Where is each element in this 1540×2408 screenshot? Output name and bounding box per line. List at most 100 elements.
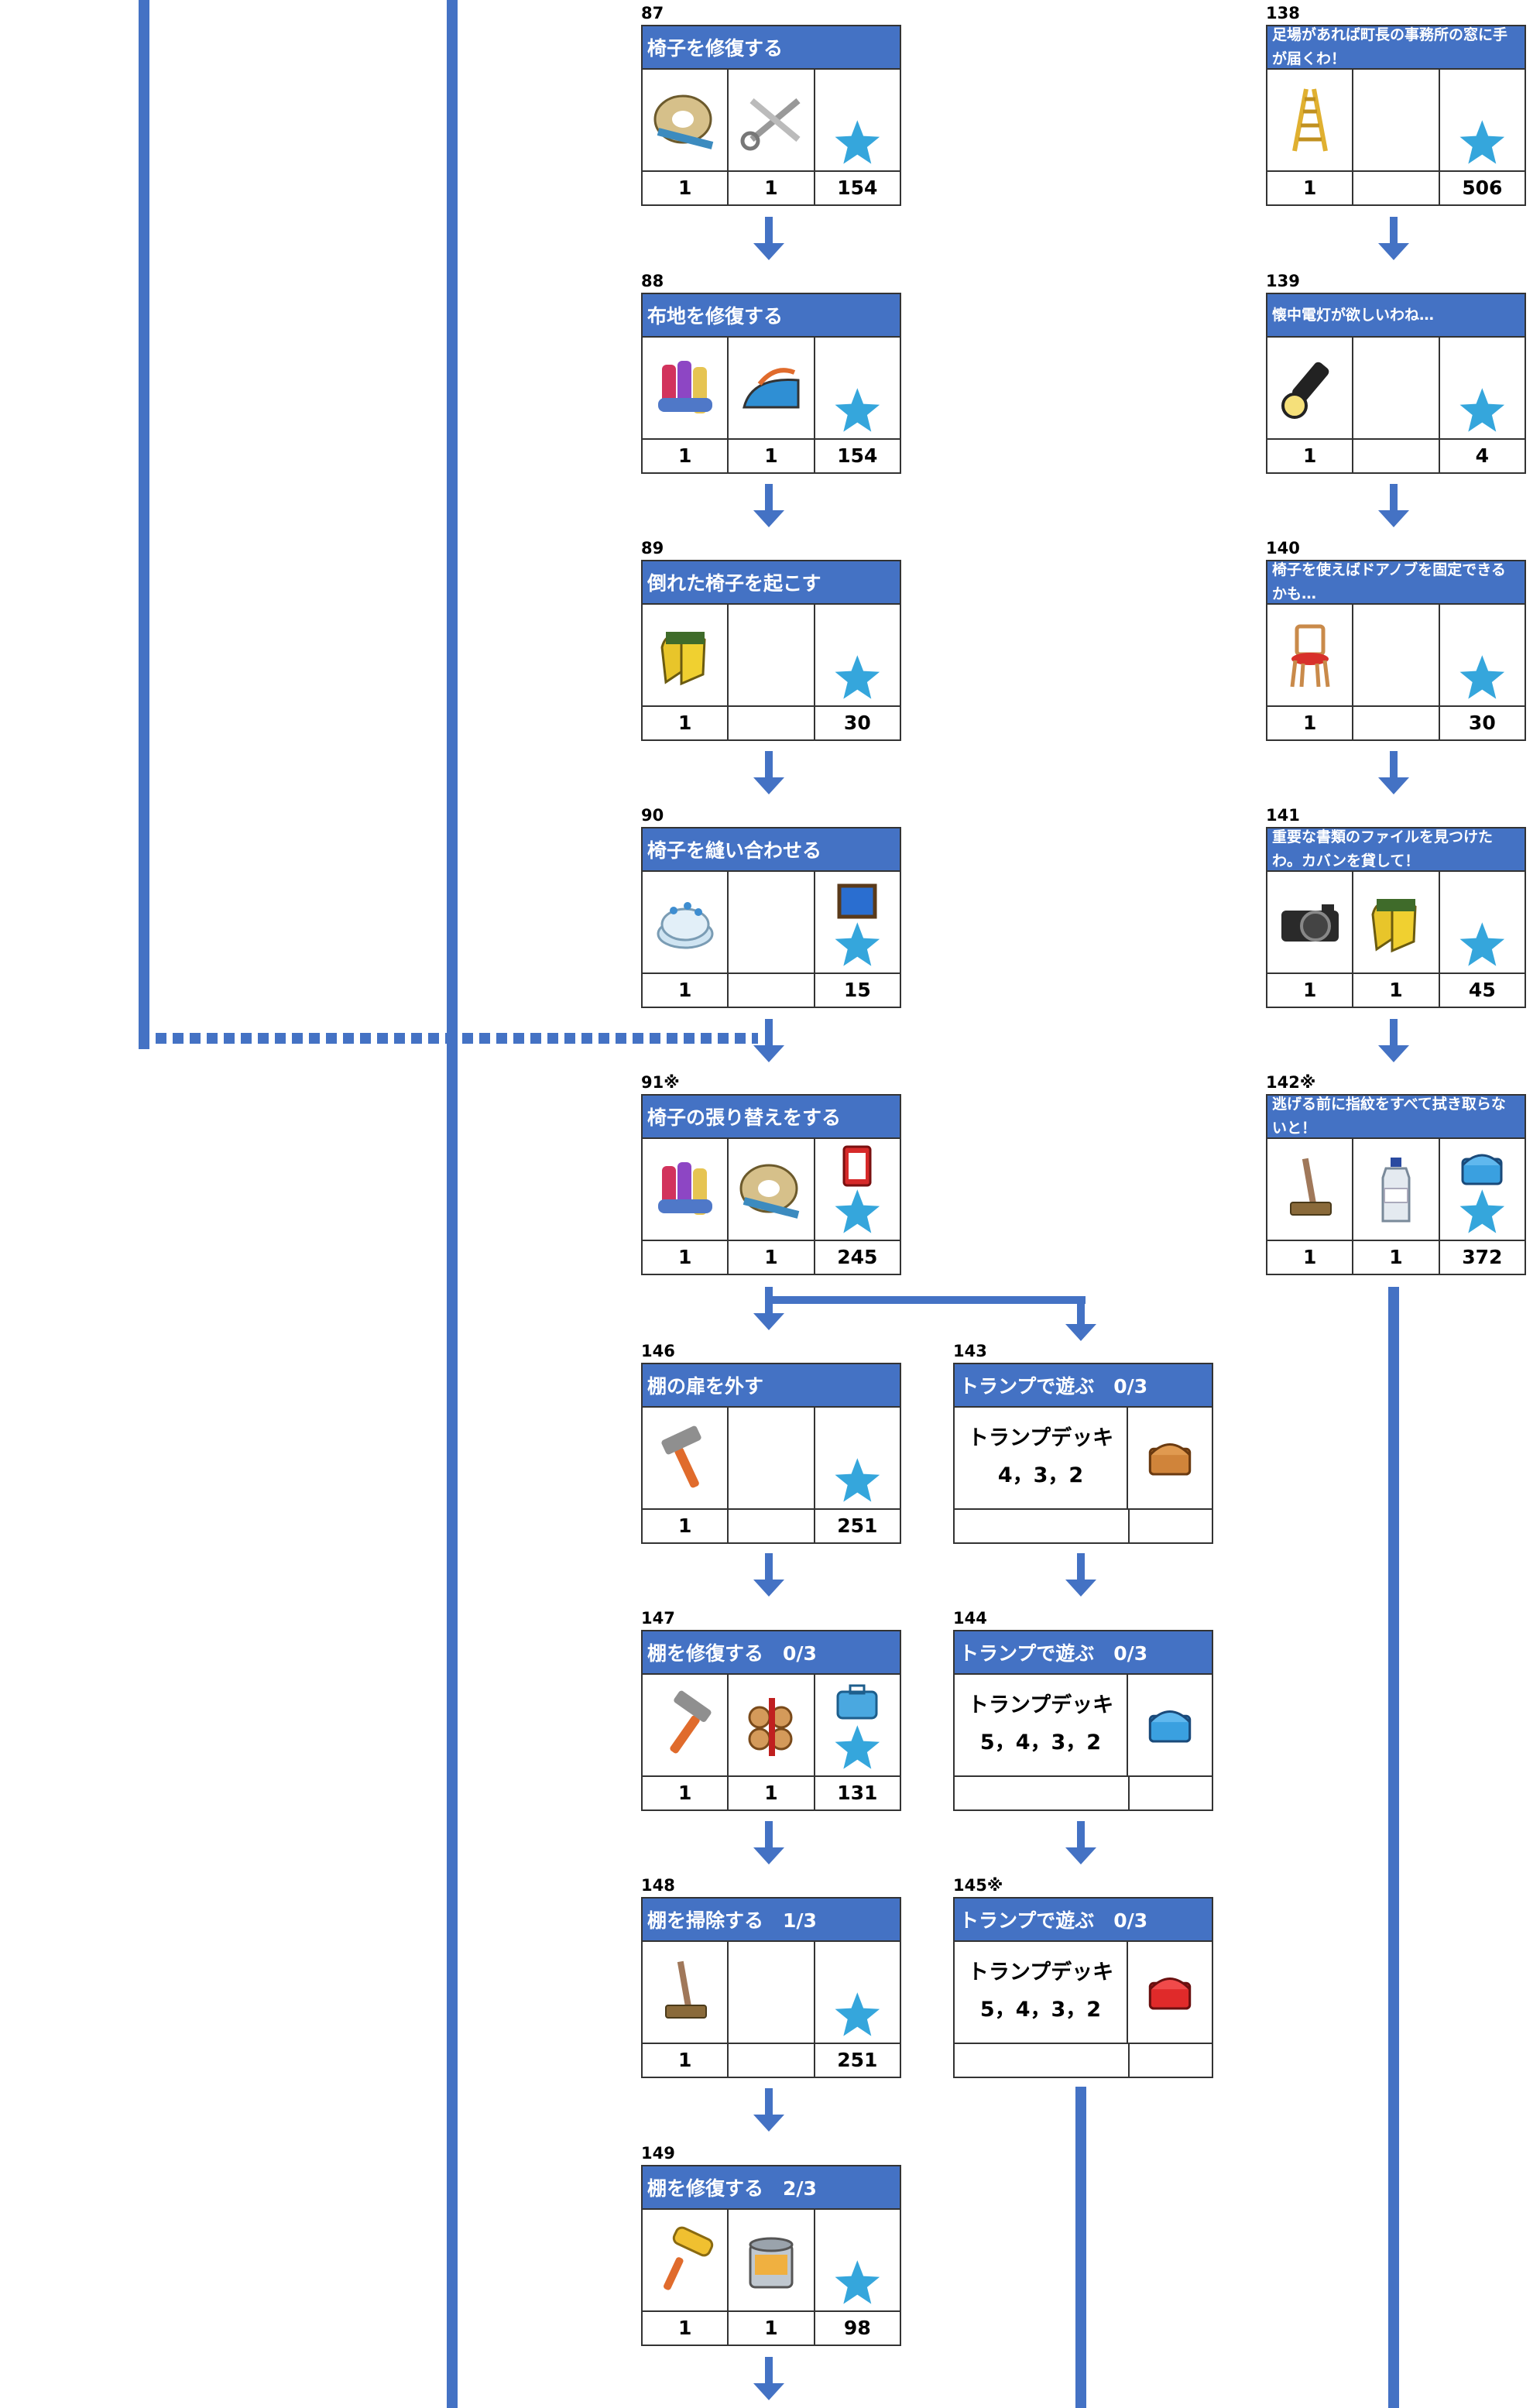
- arrow-down: [1378, 751, 1409, 794]
- toolbox-icon: [836, 1684, 878, 1720]
- blue-chest-icon: [1148, 1710, 1192, 1743]
- reward-value: 372: [1462, 1246, 1503, 1268]
- task-title: 布地を修復する: [643, 294, 900, 338]
- required-count: [1353, 707, 1440, 739]
- required-count: 1: [643, 1510, 729, 1542]
- task-title: 椅子を使えばドアノブを固定できるかも…: [1267, 561, 1525, 605]
- task-number: 89: [641, 539, 664, 557]
- required-count: [1353, 172, 1440, 204]
- task-title: 棚を修復する 0/3: [643, 1631, 900, 1675]
- task-title: トランプで遊ぶ 0/3: [955, 1364, 1212, 1408]
- arrow-down: [753, 1019, 784, 1062]
- task-138: 138 足場があれば町長の事務所の窓に手が届くわ！ 1 506: [1266, 2, 1526, 206]
- task-title: トランプで遊ぶ 0/3: [955, 1631, 1212, 1675]
- broom-icon: [1289, 1158, 1332, 1216]
- required-count: 1: [643, 1241, 729, 1274]
- task-number: 146: [641, 1342, 675, 1360]
- task-number: 147: [641, 1609, 675, 1628]
- star-icon: [835, 1725, 880, 1769]
- reward-value: 30: [1468, 712, 1496, 734]
- arrow-down: [1378, 217, 1409, 260]
- reward-value: 15: [843, 979, 871, 1001]
- arrow-down: [1065, 1821, 1096, 1864]
- task-number: 88: [641, 272, 664, 290]
- star-icon: [835, 922, 880, 966]
- reward-value: 251: [837, 1514, 878, 1537]
- arrow-down: [753, 484, 784, 527]
- task-89: 89 倒れた椅子を起こす 1 30: [641, 537, 901, 741]
- required-count: 1: [643, 707, 729, 739]
- playing-card-icon: [842, 1145, 872, 1187]
- tape-measure-icon: [653, 94, 713, 149]
- flashlight-icon: [1281, 362, 1329, 419]
- camera-icon: [1281, 904, 1339, 942]
- wooden-chest-icon: [1148, 1443, 1192, 1476]
- required-count: 1: [1267, 707, 1354, 739]
- required-count: 1: [729, 1777, 815, 1809]
- task-number: 140: [1266, 539, 1300, 557]
- reward-value: 245: [837, 1246, 878, 1268]
- star-icon: [835, 1992, 880, 2036]
- task-147: 147 棚を修復する 0/3 1 1 131: [641, 1607, 901, 1811]
- task-title: トランプで遊ぶ 0/3: [955, 1899, 1212, 1942]
- hammer-icon: [661, 1425, 701, 1488]
- reward-value: 506: [1462, 177, 1503, 199]
- scissors-icon: [740, 98, 801, 151]
- reward-value: 45: [1468, 979, 1496, 1001]
- arrow-down: [1378, 484, 1409, 527]
- star-icon: [1459, 388, 1505, 432]
- required-count: [729, 974, 815, 1007]
- required-count: 1: [1267, 1241, 1354, 1274]
- gloves-icon: [1371, 899, 1417, 953]
- required-count: 1: [643, 440, 729, 472]
- task-number: 145※: [953, 1876, 1003, 1895]
- star-icon: [1459, 1189, 1505, 1233]
- task-87: 87 椅子を修復する 1 1 154: [641, 2, 901, 206]
- tape-measure-icon: [739, 1164, 800, 1219]
- star-icon: [1459, 922, 1505, 966]
- task-number: 91※: [641, 1073, 680, 1092]
- task-title: 椅子を縫い合わせる: [643, 828, 900, 872]
- star-icon: [835, 655, 880, 699]
- reward-value: 154: [837, 444, 878, 467]
- task-141: 141 重要な書類のファイルを見つけたわ。カバンを貸して！ 1 1 45: [1266, 804, 1526, 1008]
- required-count: 1: [643, 2044, 729, 2077]
- task-90: 90 椅子を縫い合わせる 1 15: [641, 804, 901, 1008]
- required-count: 1: [1353, 974, 1440, 1007]
- arrow-down: [753, 1553, 784, 1597]
- flow-line-cards: [1075, 2087, 1086, 2408]
- task-140: 140 椅子を使えばドアノブを固定できるかも… 1 30: [1266, 537, 1526, 741]
- required-count: 1: [643, 1777, 729, 1809]
- task-number: 87: [641, 4, 664, 22]
- pincushion-icon: [657, 902, 714, 949]
- arrow-down: [1378, 1019, 1409, 1062]
- task-title: 懐中電灯が欲しいわね…: [1267, 294, 1525, 338]
- arrow-down: [753, 1821, 784, 1864]
- required-count: 1: [729, 172, 815, 204]
- task-91: 91※ 椅子の張り替えをする 1 1 245: [641, 1071, 901, 1275]
- star-icon: [1459, 120, 1505, 164]
- task-number: 141: [1266, 806, 1300, 825]
- task-number: 144: [953, 1609, 987, 1628]
- bottle-icon: [1381, 1158, 1411, 1223]
- arrow-down: [753, 2357, 784, 2400]
- arrow-down: [753, 217, 784, 260]
- ladder-icon: [1291, 88, 1328, 152]
- reward-value: 98: [843, 2317, 871, 2339]
- arrow-down: [1065, 1298, 1096, 1341]
- star-icon: [1459, 655, 1505, 699]
- flow-line-main: [447, 0, 458, 2408]
- arrow-down: [753, 1287, 784, 1330]
- broom-icon: [664, 1960, 707, 2019]
- star-icon: [835, 1189, 880, 1233]
- required-count: [729, 2044, 815, 2077]
- required-count: 1: [1267, 440, 1354, 472]
- task-number: 90: [641, 806, 664, 825]
- task-149: 149 棚を修復する 2/3 1 1 98: [641, 2142, 901, 2346]
- task-title: 棚の扉を外す: [643, 1364, 900, 1408]
- gloves-icon: [660, 632, 706, 686]
- required-count: [729, 1510, 815, 1542]
